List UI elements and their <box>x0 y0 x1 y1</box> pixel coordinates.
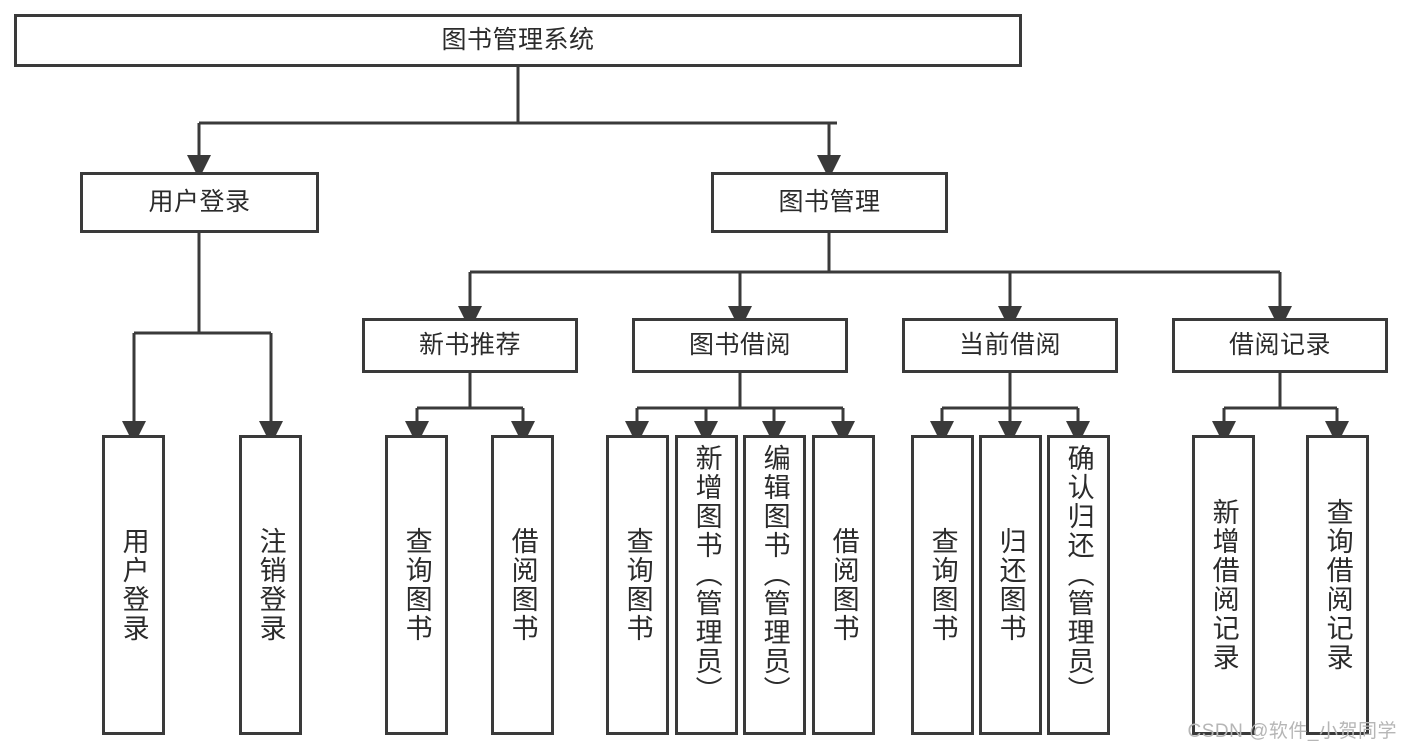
leaf-recommend-borrow-book-label: 借阅图书 <box>507 527 538 643</box>
node-current-borrow[interactable]: 当前借阅 <box>902 318 1118 373</box>
leaf-borrow-borrow-book[interactable]: 借阅图书 <box>812 435 875 735</box>
leaf-user-logout[interactable]: 注销登录 <box>239 435 302 735</box>
leaf-borrow-borrow-book-label: 借阅图书 <box>828 527 859 643</box>
leaf-current-query-book-label: 查询图书 <box>927 527 958 643</box>
node-new-book-recommend[interactable]: 新书推荐 <box>362 318 578 373</box>
node-borrow-record[interactable]: 借阅记录 <box>1172 318 1388 373</box>
node-user-login[interactable]: 用户登录 <box>80 172 319 233</box>
node-book-borrow-label: 图书借阅 <box>688 331 791 359</box>
node-book-management[interactable]: 图书管理 <box>711 172 948 233</box>
leaf-record-query[interactable]: 查询借阅记录 <box>1306 435 1369 735</box>
node-book-management-label: 图书管理 <box>778 188 881 216</box>
leaf-borrow-edit-book[interactable]: 编辑图书（管理员） <box>743 435 806 735</box>
leaf-user-logout-label: 注销登录 <box>255 527 286 643</box>
leaf-borrow-query-book-label: 查询图书 <box>622 527 653 643</box>
node-book-borrow[interactable]: 图书借阅 <box>632 318 848 373</box>
leaf-current-confirm-return[interactable]: 确认归还（管理员） <box>1047 435 1110 735</box>
node-current-borrow-label: 当前借阅 <box>958 331 1061 359</box>
leaf-record-add-label: 新增借阅记录 <box>1208 498 1239 672</box>
leaf-current-return-book-label: 归还图书 <box>995 527 1026 643</box>
leaf-current-confirm-return-label: 确认归还（管理员） <box>1063 444 1094 705</box>
leaf-recommend-query-book[interactable]: 查询图书 <box>385 435 448 735</box>
leaf-user-login[interactable]: 用户登录 <box>102 435 165 735</box>
leaf-record-add[interactable]: 新增借阅记录 <box>1192 435 1255 735</box>
node-user-login-label: 用户登录 <box>148 188 251 216</box>
leaf-borrow-query-book[interactable]: 查询图书 <box>606 435 669 735</box>
node-root-label: 图书管理系统 <box>441 26 595 54</box>
node-borrow-record-label: 借阅记录 <box>1228 331 1331 359</box>
leaf-recommend-borrow-book[interactable]: 借阅图书 <box>491 435 554 735</box>
leaf-borrow-add-book-label: 新增图书（管理员） <box>691 444 722 705</box>
node-root[interactable]: 图书管理系统 <box>14 14 1022 67</box>
leaf-user-login-label: 用户登录 <box>118 527 149 643</box>
leaf-borrow-add-book[interactable]: 新增图书（管理员） <box>675 435 738 735</box>
leaf-borrow-edit-book-label: 编辑图书（管理员） <box>759 444 790 705</box>
leaf-current-query-book[interactable]: 查询图书 <box>911 435 974 735</box>
node-new-book-recommend-label: 新书推荐 <box>418 331 521 359</box>
leaf-record-query-label: 查询借阅记录 <box>1322 498 1353 672</box>
leaf-current-return-book[interactable]: 归还图书 <box>979 435 1042 735</box>
leaf-recommend-query-book-label: 查询图书 <box>401 527 432 643</box>
